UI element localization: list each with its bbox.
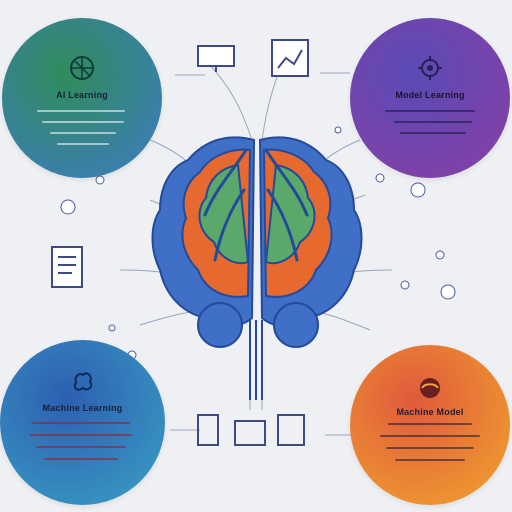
panel-bottom-right-line-2 [380,435,480,437]
bottom-diagram-icon [197,414,305,446]
panel-bottom-right-line-4 [395,459,465,461]
panel-bottom-left: Machine Learning [0,340,165,505]
panel-top-right-line-3 [400,132,466,134]
monitor-icon [197,45,235,72]
document-icon [51,246,83,288]
panel-top-left-line-2 [42,121,124,123]
sphere-icon [420,378,440,398]
panel-bottom-right-line-3 [386,447,474,449]
panel-top-right-line-2 [394,121,472,123]
globe-icon [70,56,94,80]
panel-top-right-bg [350,18,510,178]
gear-icon [418,56,442,80]
panel-top-left-line-4 [57,143,109,145]
panel-top-right-title: Model Learning [395,90,465,100]
panel-top-left-title: AI Learning [56,90,108,100]
panel-bottom-right-title: Machine Model [396,407,464,417]
panel-bottom-left-line-3 [36,446,126,448]
chart-icon [271,39,309,77]
panel-bottom-right: Machine Model [350,345,510,505]
panel-top-left-line-1 [37,110,125,112]
panel-bottom-left-line-4 [44,458,118,460]
panel-bottom-left-line-2 [30,434,132,436]
panel-bottom-right-bg [350,345,510,505]
panel-bottom-right-line-1 [388,423,472,425]
panel-top-right: Model Learning [350,18,510,178]
panel-top-left: AI Learning [2,18,162,178]
panel-top-left-bg [2,18,162,178]
panel-top-left-line-3 [50,132,116,134]
panel-bottom-left-title: Machine Learning [42,403,123,413]
panel-top-right-line-1 [385,110,475,112]
panel-bottom-left-line-1 [32,422,130,424]
brain-icon [73,372,93,391]
